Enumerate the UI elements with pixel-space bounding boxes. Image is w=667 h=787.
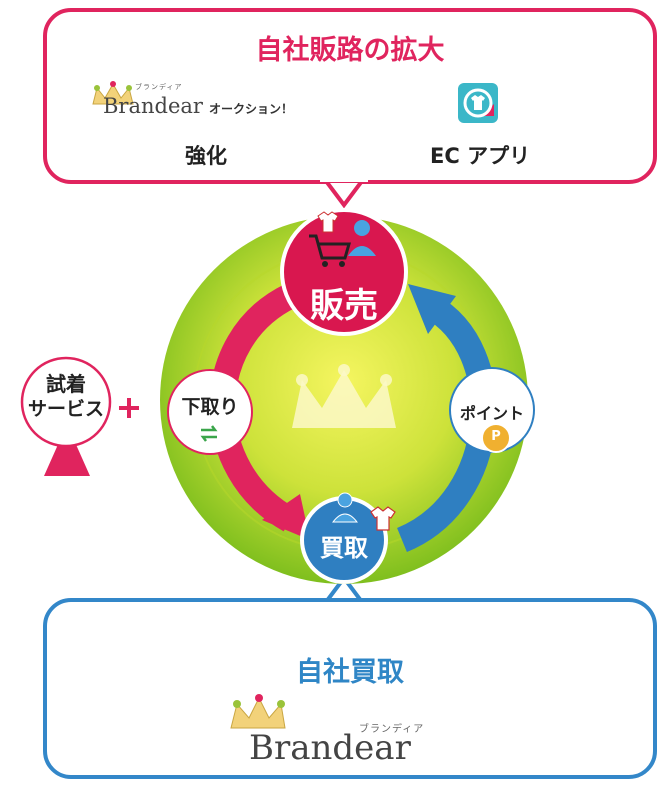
tshirt-icon <box>317 211 339 233</box>
ec-app-icon <box>458 83 498 123</box>
fitting-label-line1: 試着 <box>46 372 86 396</box>
cart-icon <box>309 234 351 267</box>
fitting-service-node <box>20 356 112 448</box>
person-icon <box>331 492 359 523</box>
auction-text: オークション！ <box>209 102 294 116</box>
tshirt-icon <box>370 506 396 531</box>
brandear-ruby-top: ブランディア <box>135 83 183 91</box>
bottom-box: 自社買取 ブランディア Brandear <box>43 598 657 779</box>
top-box-title: 自社販路の拡大 <box>255 35 445 66</box>
fitting-label-line2: サービス <box>27 398 104 420</box>
bottom-box-title: 自社買取 <box>296 657 404 688</box>
brandear-logo-bottom: Brandear <box>249 728 411 768</box>
trade-in-node <box>167 369 253 455</box>
trade-in-label: 下取り <box>181 396 239 418</box>
center-crown-icon <box>292 364 396 428</box>
points-label: ポイント <box>459 404 524 423</box>
sell-node <box>280 208 408 336</box>
buy-label: 買取 <box>320 534 368 562</box>
buy-to-sell-arrowhead <box>408 284 456 334</box>
sell-to-buy-arrowhead <box>262 494 310 540</box>
brandear-crown-icon <box>230 694 286 729</box>
ec-app-label: EC アプリ <box>430 144 531 168</box>
top-box: 自社販路の拡大 ブランディア Brandear オークション！ 強化 EC アプ… <box>43 8 657 184</box>
person-icon <box>348 220 376 256</box>
strengthen-label: 強化 <box>185 144 227 168</box>
top-box-tail <box>322 179 366 209</box>
brandear-ruby-bottom: ブランディア <box>359 724 425 735</box>
brandear-logo-top: Brandear <box>103 94 203 118</box>
brandear-crown-icon <box>92 81 134 105</box>
points-coin-icon <box>481 423 511 453</box>
points-badge: P <box>491 429 501 444</box>
sell-label: 販売 <box>310 286 378 326</box>
refresh-icon <box>198 424 220 442</box>
